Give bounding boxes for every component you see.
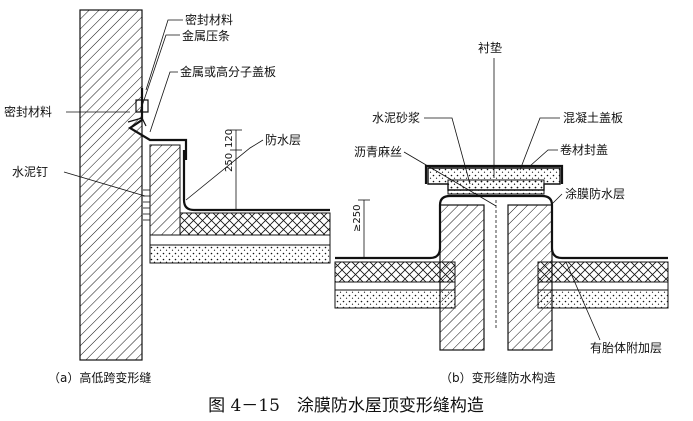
leader-membrane-cap [529,149,558,167]
leader-metal-strip [139,34,180,113]
label-concrete-cover: 混凝土盖板 [563,110,623,125]
cement-nail-row [143,189,150,221]
label-waterproof-layer: 防水层 [265,132,301,147]
leader-sealant-top [145,19,183,91]
waterproof-layer-a [182,150,330,212]
metal-strip [127,117,147,127]
label-reinforced-layer: 有胎体附加层 [590,341,662,355]
low-parapet [149,144,181,246]
label-cover-plate: 金属或高分子盖板 [180,64,276,79]
leader-bitumen-hemp [403,151,497,207]
slab-b-right [537,289,669,309]
leader-concrete-cover [519,117,560,171]
label-sealant-top: 密封材料 [185,12,233,27]
slab-b-left [334,289,456,309]
insulation-b-left [334,261,456,283]
slab-a [149,244,331,264]
label-cement-nail: 水泥钉 [12,165,48,179]
label-sealant-left: 密封材料 [4,104,52,119]
coating-membrane-b [335,194,668,260]
leader-reinforced [565,261,601,341]
high-wall [79,9,143,361]
screed-a [149,234,331,246]
leader-cement-nail [63,171,146,197]
panel-a-drawing: 250 120 [63,9,331,361]
label-membrane-cap: 卷材封盖 [560,142,608,157]
label-bitumen-hemp: 沥青麻丝 [354,144,402,159]
leader-coating [551,193,563,205]
label-coating-layer: 涂膜防水层 [565,186,625,201]
dim-120-a: 120 [224,129,235,148]
upstand-right [507,204,553,351]
insulation-b-right [537,261,669,283]
leader-cement-mortar [424,117,471,185]
leader-cover-plate [149,71,178,133]
caption-panel-a: （a）高低跨变形缝 [48,370,151,385]
panel-b-drawing: ≥250 [334,58,669,351]
label-metal-strip: 金属压条 [182,28,230,43]
caption-panel-b: （b）变形缝防水构造 [440,370,556,385]
leader-waterproof [185,139,264,201]
dim-250-b: ≥250 [352,205,363,232]
metal-cover-plate [127,88,188,160]
concrete-cover-plate [427,167,561,191]
label-cement-mortar: 水泥砂浆 [372,110,420,125]
insulation-a [179,212,331,236]
figure-caption: 图 4－15 涂膜防水屋顶变形缝构造 [208,396,484,416]
label-liner: 衬垫 [478,40,502,55]
dim-250-a: 250 [224,153,235,172]
upstand-left [439,204,485,351]
